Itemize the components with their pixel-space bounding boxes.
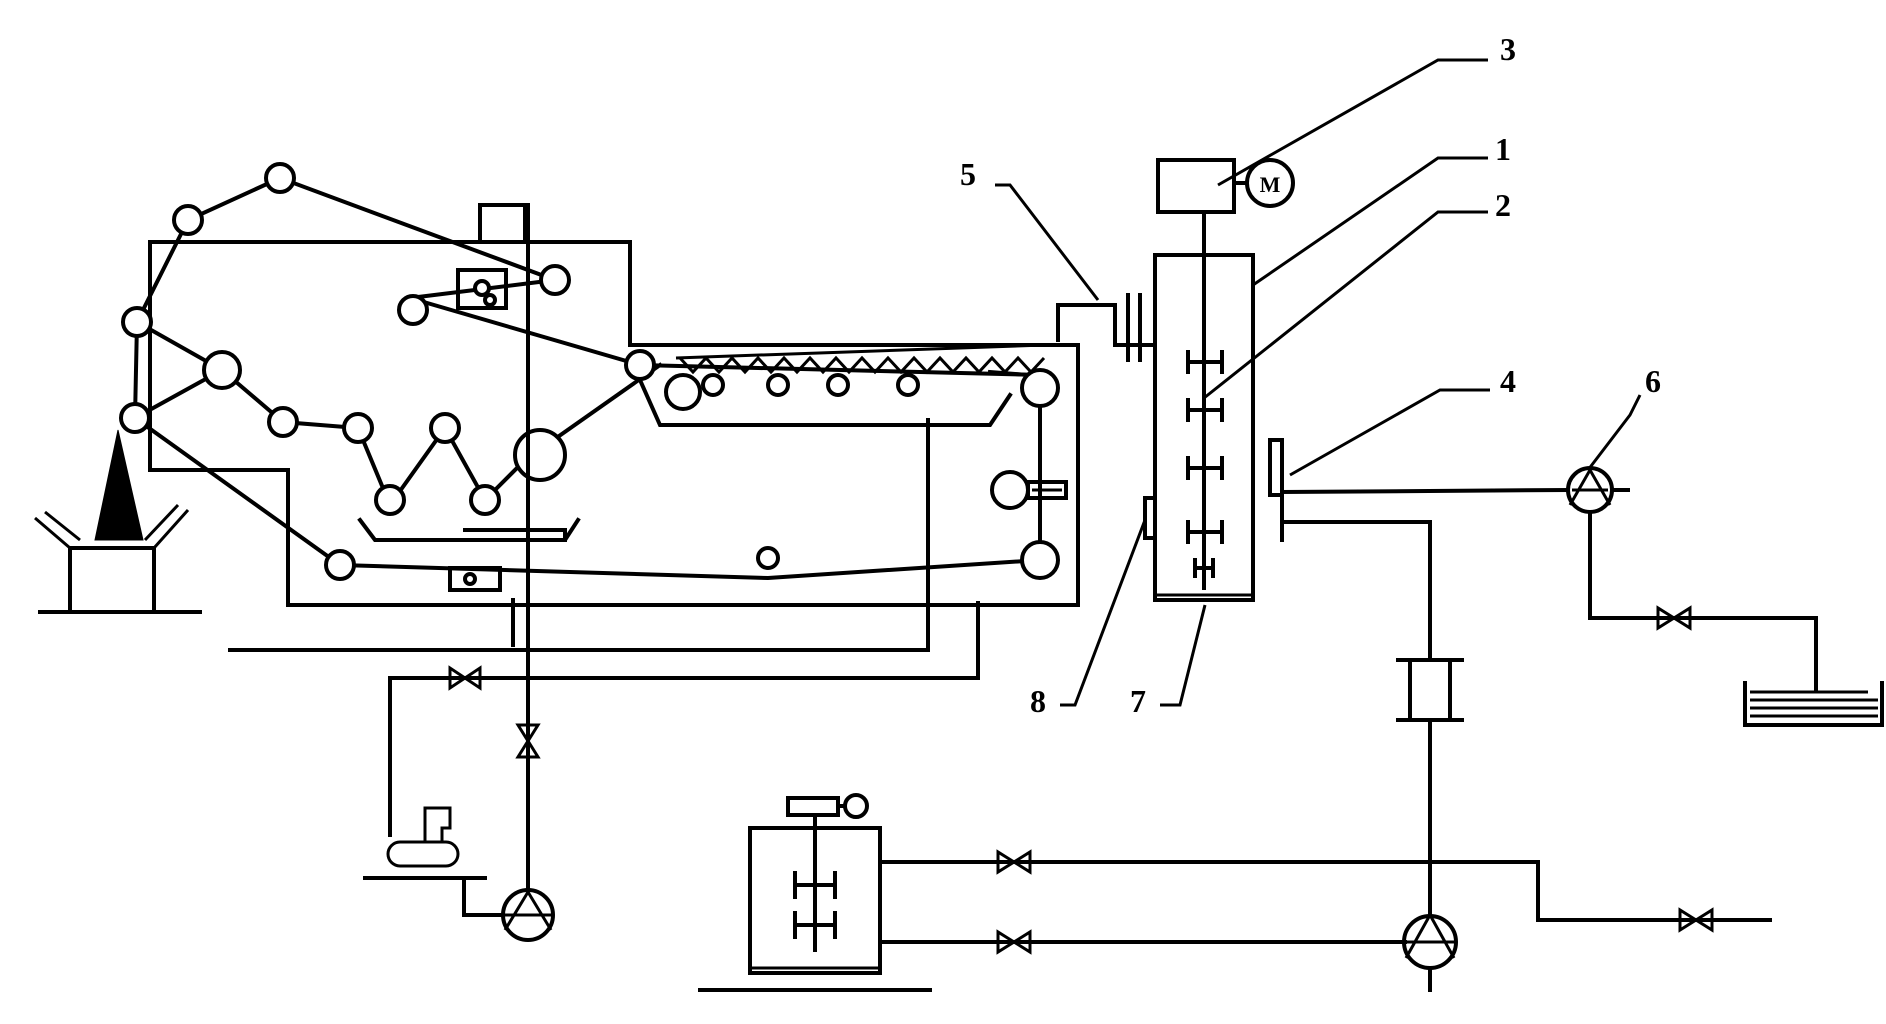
roll — [664, 373, 702, 411]
roll — [324, 549, 356, 581]
label-4: 4 — [1500, 363, 1516, 399]
flow-meter — [1396, 658, 1464, 722]
motor-label: M — [1260, 172, 1281, 197]
roll — [267, 406, 299, 438]
valve — [996, 849, 1032, 875]
roll — [826, 373, 850, 397]
mixing-pipes — [878, 860, 1772, 944]
label-3: 3 — [1500, 31, 1516, 67]
roll — [1020, 368, 1060, 408]
roll — [121, 306, 153, 338]
label-7: 7 — [1130, 683, 1146, 719]
vacuum-pump — [363, 806, 487, 880]
label-2: 2 — [1495, 187, 1511, 223]
roll — [264, 162, 296, 194]
label-5: 5 — [960, 156, 976, 192]
pump-6 — [1566, 466, 1614, 514]
roll — [756, 546, 780, 570]
roll — [1020, 540, 1060, 580]
roll — [896, 373, 920, 397]
roll — [539, 264, 571, 296]
label-8: 8 — [1030, 683, 1046, 719]
label-6: 6 — [1645, 363, 1661, 399]
rolls — [119, 162, 1060, 581]
pump-left — [501, 888, 555, 942]
roll — [429, 412, 461, 444]
press-parts — [357, 268, 1068, 592]
roll — [172, 204, 204, 236]
machine-frame — [148, 203, 1080, 607]
forming-wire — [637, 343, 1046, 427]
roll — [624, 349, 656, 381]
leader-lines — [995, 58, 1642, 707]
roll — [397, 294, 429, 326]
product-stack — [34, 429, 202, 614]
roll — [766, 373, 790, 397]
valve — [448, 665, 482, 691]
water-tank — [1743, 681, 1884, 727]
roll — [469, 484, 501, 516]
pipes-left — [228, 203, 980, 922]
mixing-tank — [698, 793, 932, 992]
labels: 3 1 2 4 6 5 8 7 — [960, 31, 1661, 719]
roll — [342, 412, 374, 444]
valve — [996, 929, 1032, 955]
valve — [1656, 605, 1692, 631]
roll — [374, 484, 406, 516]
couch-roll — [513, 428, 567, 482]
valve — [1678, 907, 1714, 933]
roll — [701, 373, 725, 397]
outlet-pipes — [1268, 438, 1818, 992]
connector-5 — [1056, 293, 1157, 362]
tank-1 — [1143, 210, 1255, 602]
pump-right — [1402, 911, 1458, 970]
valve — [515, 723, 541, 759]
motor-drive: M — [1156, 158, 1295, 214]
roll — [119, 402, 151, 434]
roll — [202, 350, 242, 390]
roll — [990, 470, 1030, 510]
label-1: 1 — [1495, 131, 1511, 167]
